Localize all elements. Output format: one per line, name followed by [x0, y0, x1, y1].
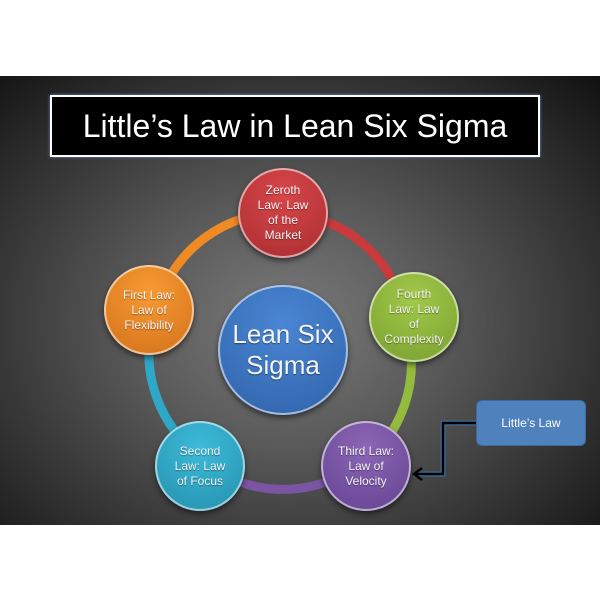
slide-title: Little’s Law in Lean Six Sigma	[82, 107, 508, 144]
node-label: Fourth Law: Law of Complexity	[384, 287, 444, 346]
callout-label: Little’s Law	[501, 416, 561, 430]
connector-arrow	[414, 420, 476, 477]
arrowhead-icon	[411, 467, 423, 481]
node-first-law[interactable]: First Law: Law of Flexibility	[104, 265, 194, 355]
center-node[interactable]: Lean Six Sigma	[218, 285, 348, 415]
node-label: Second Law: Law of Focus	[174, 443, 226, 488]
node-label: Third Law: Law of Velocity	[337, 443, 395, 488]
title-box: Little’s Law in Lean Six Sigma	[50, 95, 540, 157]
node-second-law[interactable]: Second Law: Law of Focus	[155, 421, 245, 511]
node-label: First Law: Law of Flexibility	[122, 287, 175, 332]
littles-law-callout[interactable]: Little’s Law	[476, 400, 586, 446]
node-third-law[interactable]: Third Law: Law of Velocity	[321, 421, 411, 511]
slide: Little’s Law in Lean Six Sigma Lean Six …	[0, 76, 600, 525]
node-fourth-law[interactable]: Fourth Law: Law of Complexity	[369, 272, 459, 362]
node-zeroth-law[interactable]: Zeroth Law: Law of the Market	[238, 168, 328, 258]
connector-arrow-line	[414, 421, 476, 476]
node-label: Zeroth Law: Law of the Market	[257, 183, 309, 242]
center-label: Lean Six Sigma	[232, 319, 334, 380]
